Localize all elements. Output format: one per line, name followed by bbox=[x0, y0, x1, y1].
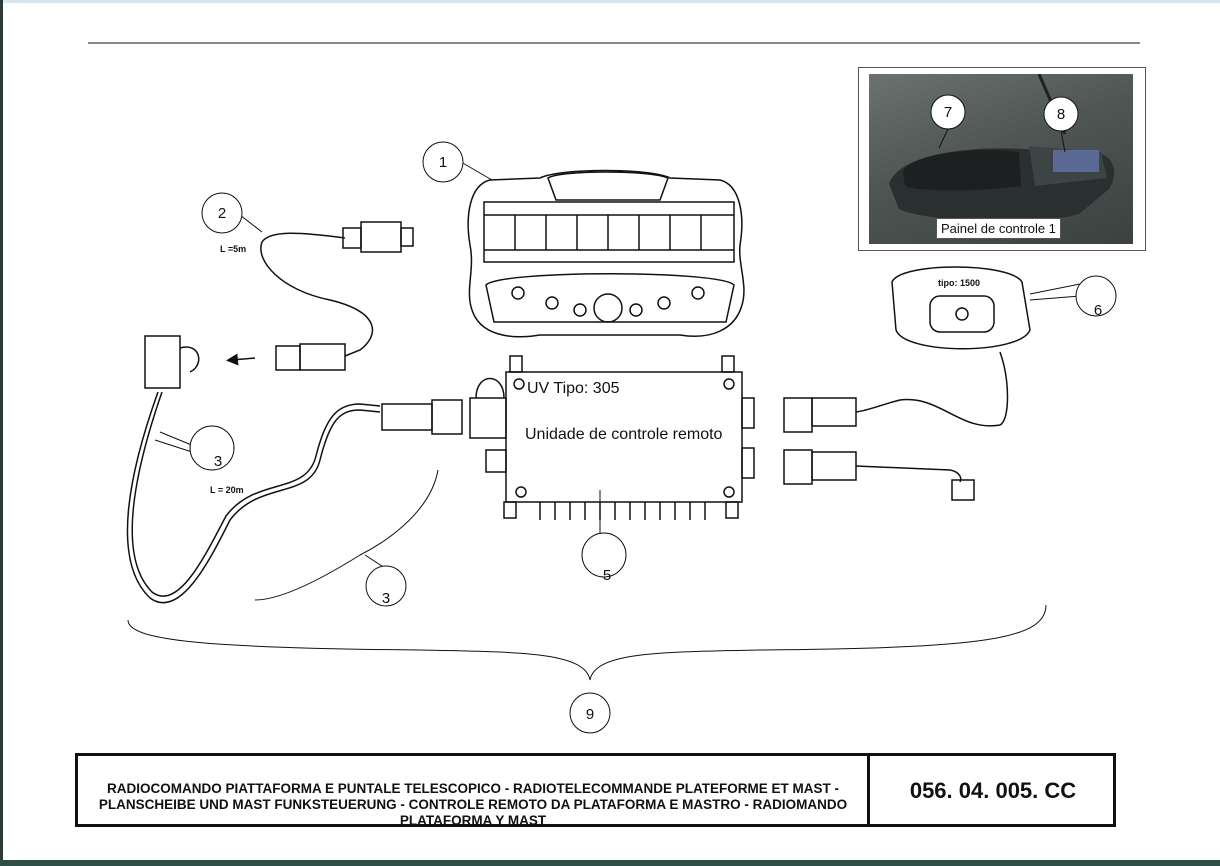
svg-text:8: 8 bbox=[1057, 106, 1065, 123]
svg-text:5: 5 bbox=[603, 567, 611, 584]
svg-text:7: 7 bbox=[944, 104, 952, 121]
title-description: RADIOCOMANDO PIATTAFORMA E PUNTALE TELES… bbox=[98, 781, 848, 828]
brace-3 bbox=[254, 469, 439, 601]
brace-9 bbox=[127, 604, 1047, 681]
callout-6: 6 bbox=[1075, 275, 1117, 319]
document-code: 056. 04. 005. CC bbox=[909, 778, 1077, 803]
leader-lines bbox=[154, 161, 1081, 569]
svg-text:9: 9 bbox=[586, 706, 594, 723]
title-block: RADIOCOMANDO PIATTAFORMA E PUNTALE TELES… bbox=[75, 753, 1116, 828]
callout-5: 5 bbox=[581, 532, 627, 584]
window-bottom-edge bbox=[0, 860, 1220, 866]
callout-3a: 3 bbox=[189, 425, 235, 471]
remote-type-label: tipo: 1500 bbox=[938, 278, 980, 288]
callout-3b: 3 bbox=[365, 565, 407, 607]
callout-2: 2 bbox=[201, 192, 243, 234]
callout-9: 9 bbox=[569, 692, 611, 734]
remote-unit-drawing bbox=[783, 266, 1031, 501]
receiver-name-label: Unidade de controle remoto bbox=[525, 426, 723, 443]
window-top-edge bbox=[0, 0, 1220, 3]
short-cable-length: L =5m bbox=[220, 244, 246, 254]
control-panel-photo: 7 8 bbox=[858, 67, 1146, 251]
window-left-edge bbox=[0, 0, 3, 866]
short-cable-drawing bbox=[226, 221, 414, 371]
transmitter-drawing bbox=[467, 169, 745, 338]
photo-illustration: 7 8 bbox=[889, 74, 1115, 221]
photo-caption: Painel de controle 1 bbox=[936, 218, 1061, 239]
title-block-divider bbox=[867, 756, 870, 826]
svg-text:2: 2 bbox=[218, 205, 226, 222]
svg-text:3: 3 bbox=[214, 453, 222, 470]
callout-7: 7 bbox=[930, 94, 966, 130]
svg-text:3: 3 bbox=[382, 590, 390, 607]
long-cable-length: L = 20m bbox=[210, 485, 244, 495]
svg-text:1: 1 bbox=[439, 154, 447, 171]
callout-1: 1 bbox=[422, 141, 464, 183]
receiver-type-label: UV Tipo: 305 bbox=[527, 380, 620, 397]
callout-8: 8 bbox=[1043, 96, 1079, 132]
svg-text:6: 6 bbox=[1094, 302, 1102, 319]
long-cable-drawing bbox=[126, 335, 463, 604]
photo-image: 7 8 bbox=[869, 74, 1133, 244]
